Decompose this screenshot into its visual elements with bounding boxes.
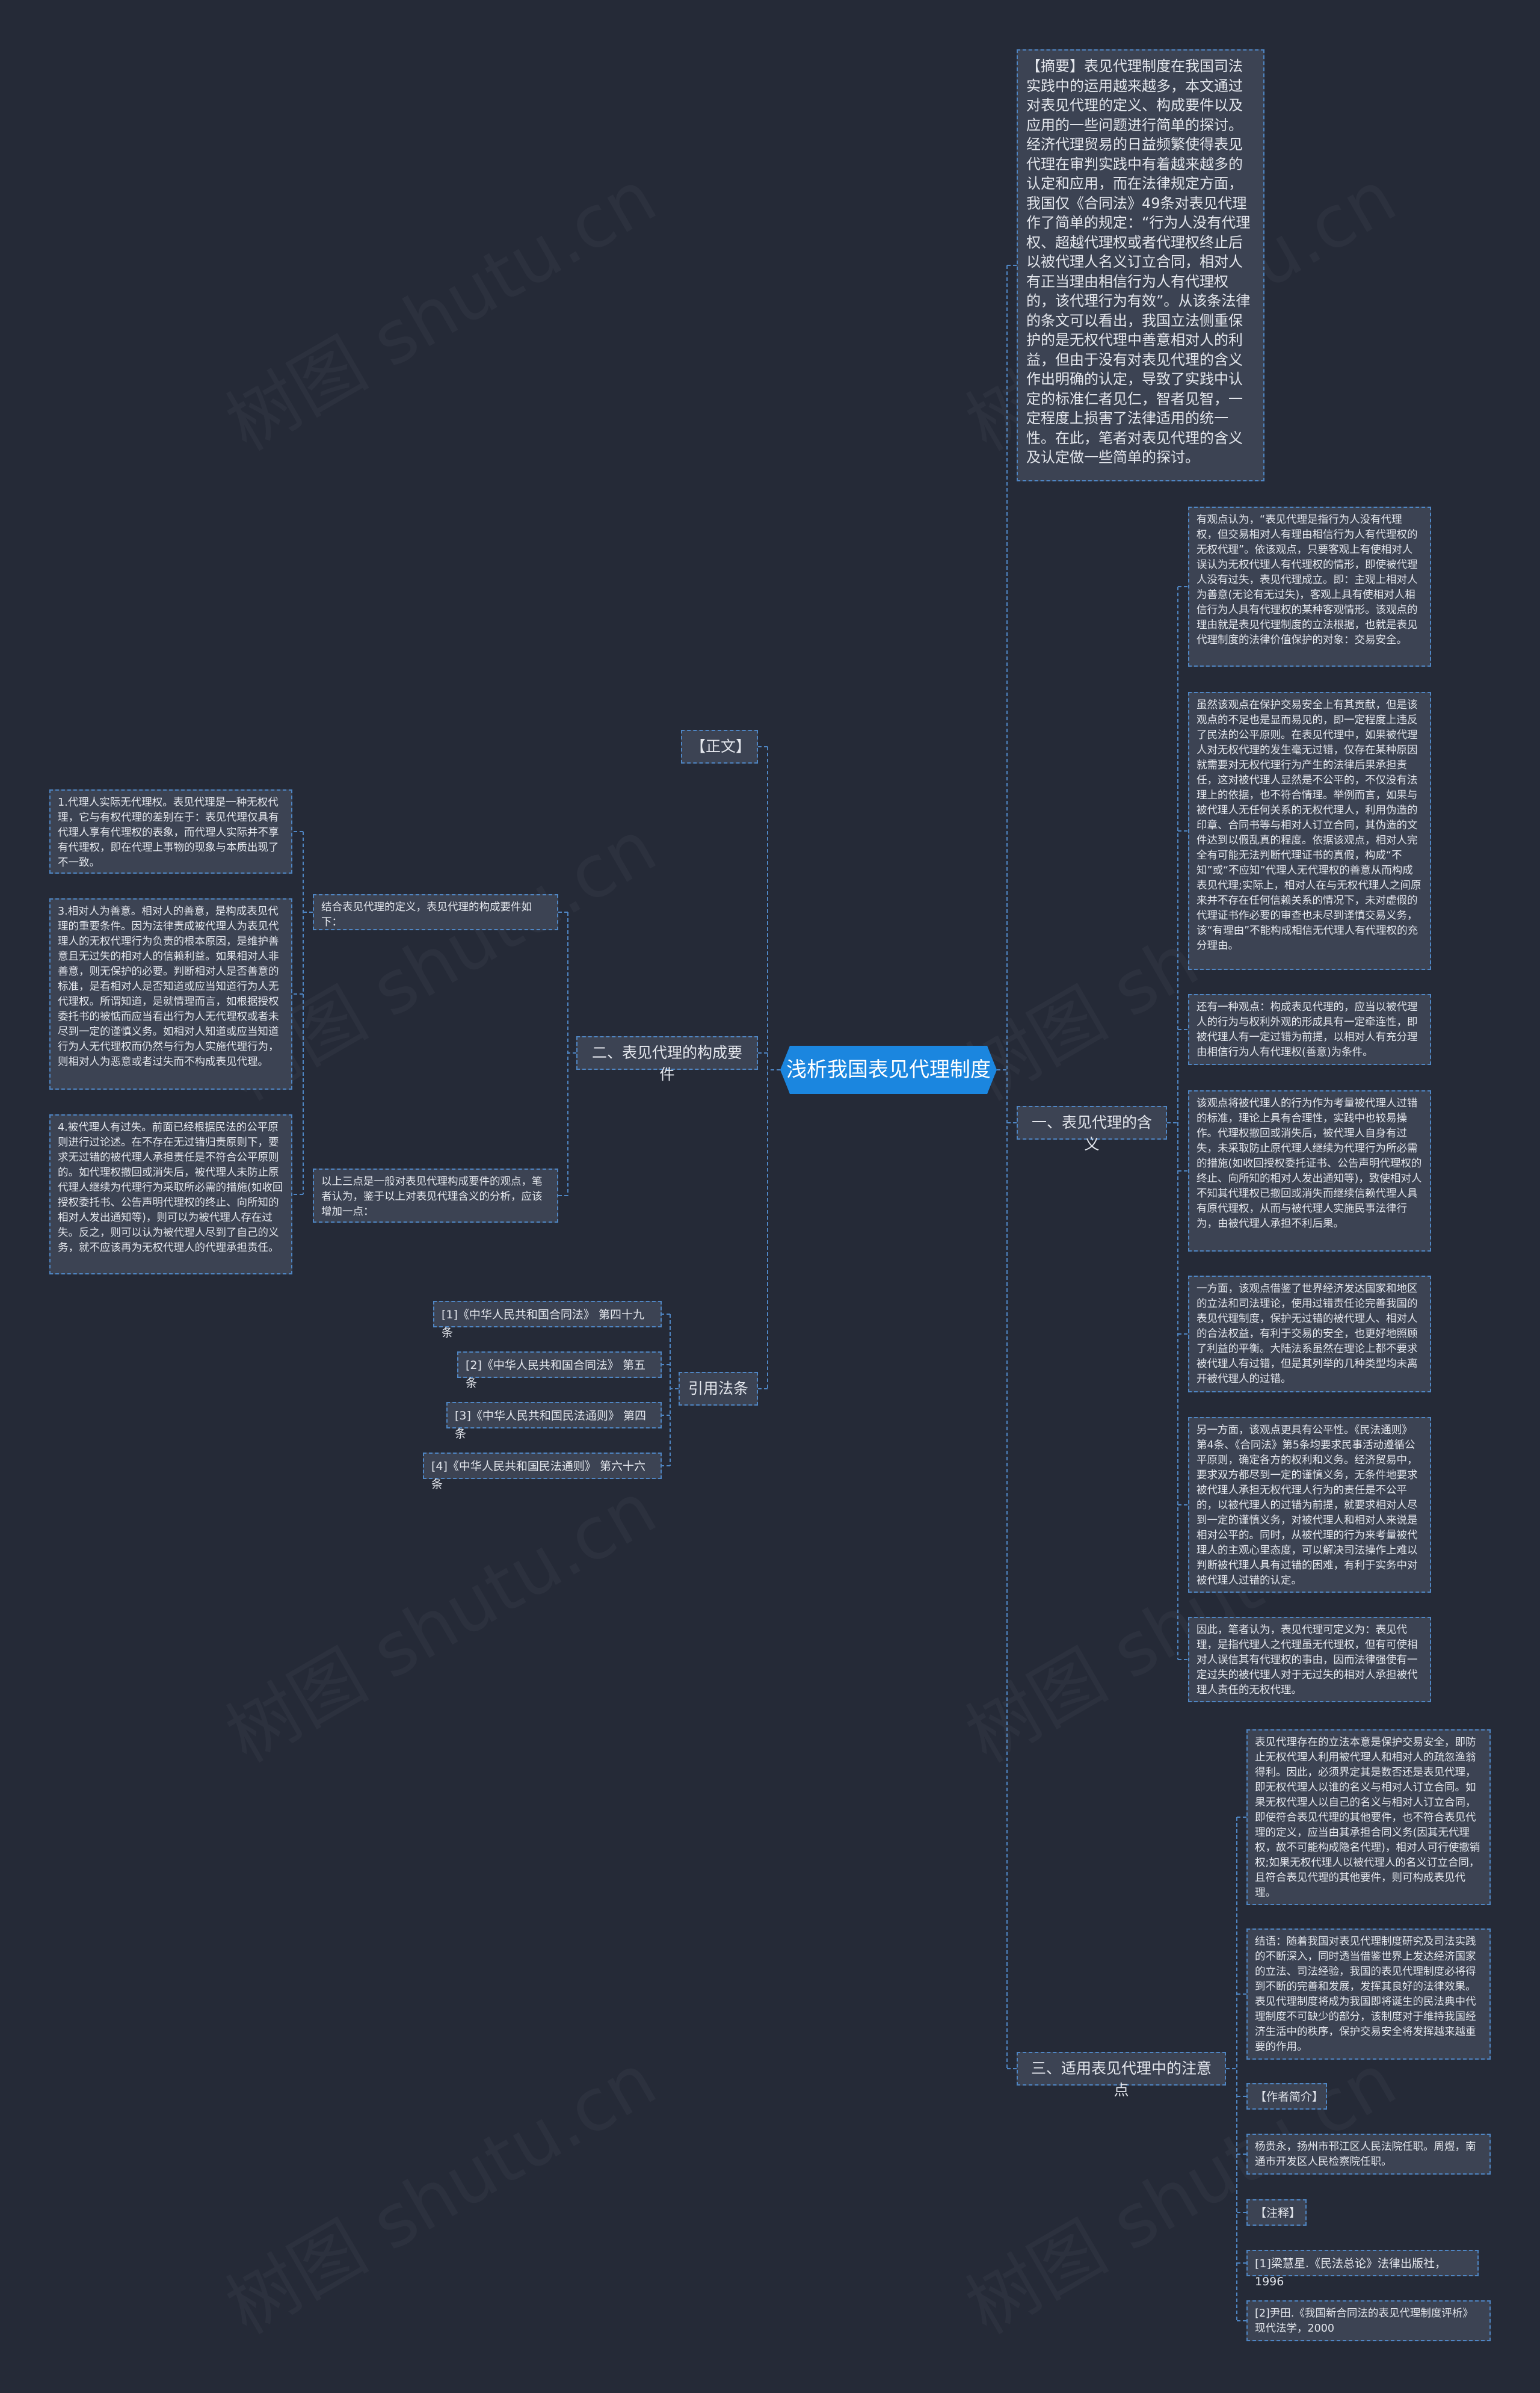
section2-topic[interactable]: 二、表见代理的构成要件	[576, 1036, 758, 1083]
zhengwen-node[interactable]: 【正文】	[681, 730, 758, 764]
abstract-node[interactable]: 【摘要】表见代理制度在我国司法实践中的运用越来越多，本文通过对表见代理的定义、构…	[1017, 49, 1264, 481]
section1-item-6[interactable]: 另一方面，该观点更具有公平性。《民法通则》第4条、《合同法》第5条均要求民事活动…	[1188, 1417, 1431, 1593]
section3-topic[interactable]: 三、适用表见代理中的注意点	[1017, 2052, 1226, 2099]
law-item-1[interactable]: [1]《中华人民共和国合同法》 第四十九条	[433, 1301, 662, 1339]
section2-intro-node[interactable]: 结合表见代理的定义，表见代理的构成要件如下：	[313, 894, 558, 930]
section1-item-2[interactable]: 虽然该观点在保护交易安全上有其贡献，但是该观点的不足也是显而易见的，即一定程度上…	[1188, 692, 1431, 970]
section1-item-7[interactable]: 因此，笔者认为，表见代理可定义为：表见代理，是指代理人之代理虽无代理权，但有可使…	[1188, 1617, 1431, 1702]
law-item-2[interactable]: [2]《中华人民共和国合同法》 第五条	[457, 1351, 662, 1390]
section1-item-5[interactable]: 一方面，该观点借鉴了世界经济发达国家和地区的立法和司法理论，使用过错责任论完善我…	[1188, 1276, 1431, 1392]
section3-item-1[interactable]: 表见代理存在的立法本意是保护交易安全，即防止无权代理人利用被代理人和相对人的疏忽…	[1246, 1729, 1491, 1905]
note-item-1[interactable]: [1]梁慧星.《民法总论》法律出版社，1996	[1246, 2250, 1479, 2288]
note-item-2[interactable]: [2]尹田.《我国新合同法的表见代理制度评析》现代法学，2000	[1246, 2300, 1491, 2341]
notes-header-node[interactable]: 【注释】	[1246, 2199, 1307, 2226]
section2-conclusion-node[interactable]: 以上三点是一般对表见代理构成要件的观点，笔者认为，鉴于以上对表见代理含义的分析，…	[313, 1169, 558, 1223]
root-topic[interactable]: 浅析我国表见代理制度	[780, 1046, 997, 1094]
section1-topic[interactable]: 一、表见代理的含义	[1017, 1106, 1167, 1153]
element-item-1[interactable]: 1.代理人实际无代理权。表见代理是一种无权代理，它与有权代理的差别在于：表见代理…	[49, 789, 292, 874]
laws-topic[interactable]: 引用法条	[679, 1372, 758, 1406]
section1-item-4[interactable]: 该观点将被代理人的行为作为考量被代理人过错的标准，理论上具有合理性，实践中也较易…	[1188, 1090, 1431, 1252]
law-item-4[interactable]: [4]《中华人民共和国民法通则》 第六十六条	[423, 1453, 662, 1491]
section1-item-1[interactable]: 有观点认为，“表见代理是指行为人没有代理权，但交易相对人有理由相信行为人有代理权…	[1188, 507, 1431, 667]
section1-item-3[interactable]: 还有一种观点：构成表见代理的，应当以被代理人的行为与权利外观的形成具有一定牵连性…	[1188, 994, 1431, 1065]
element-item-4[interactable]: 4.被代理人有过失。前面已经根据民法的公平原则进行过论述。在不存在无过错归责原则…	[49, 1114, 292, 1274]
law-item-3[interactable]: [3]《中华人民共和国民法通则》 第四条	[446, 1402, 662, 1440]
author-header-node[interactable]: 【作者简介】	[1246, 2083, 1327, 2110]
element-item-3[interactable]: 3.相对人为善意。相对人的善意，是构成表见代理的重要条件。因为法律责成被代理人为…	[49, 898, 292, 1090]
section3-item-2[interactable]: 结语：随着我国对表见代理制度研究及司法实践的不断深入，同时透当借鉴世界上发达经济…	[1246, 1928, 1491, 2060]
author-node[interactable]: 杨贵永，扬州市邗江区人民法院任职。周煜，南通市开发区人民检察院任职。	[1246, 2134, 1491, 2175]
